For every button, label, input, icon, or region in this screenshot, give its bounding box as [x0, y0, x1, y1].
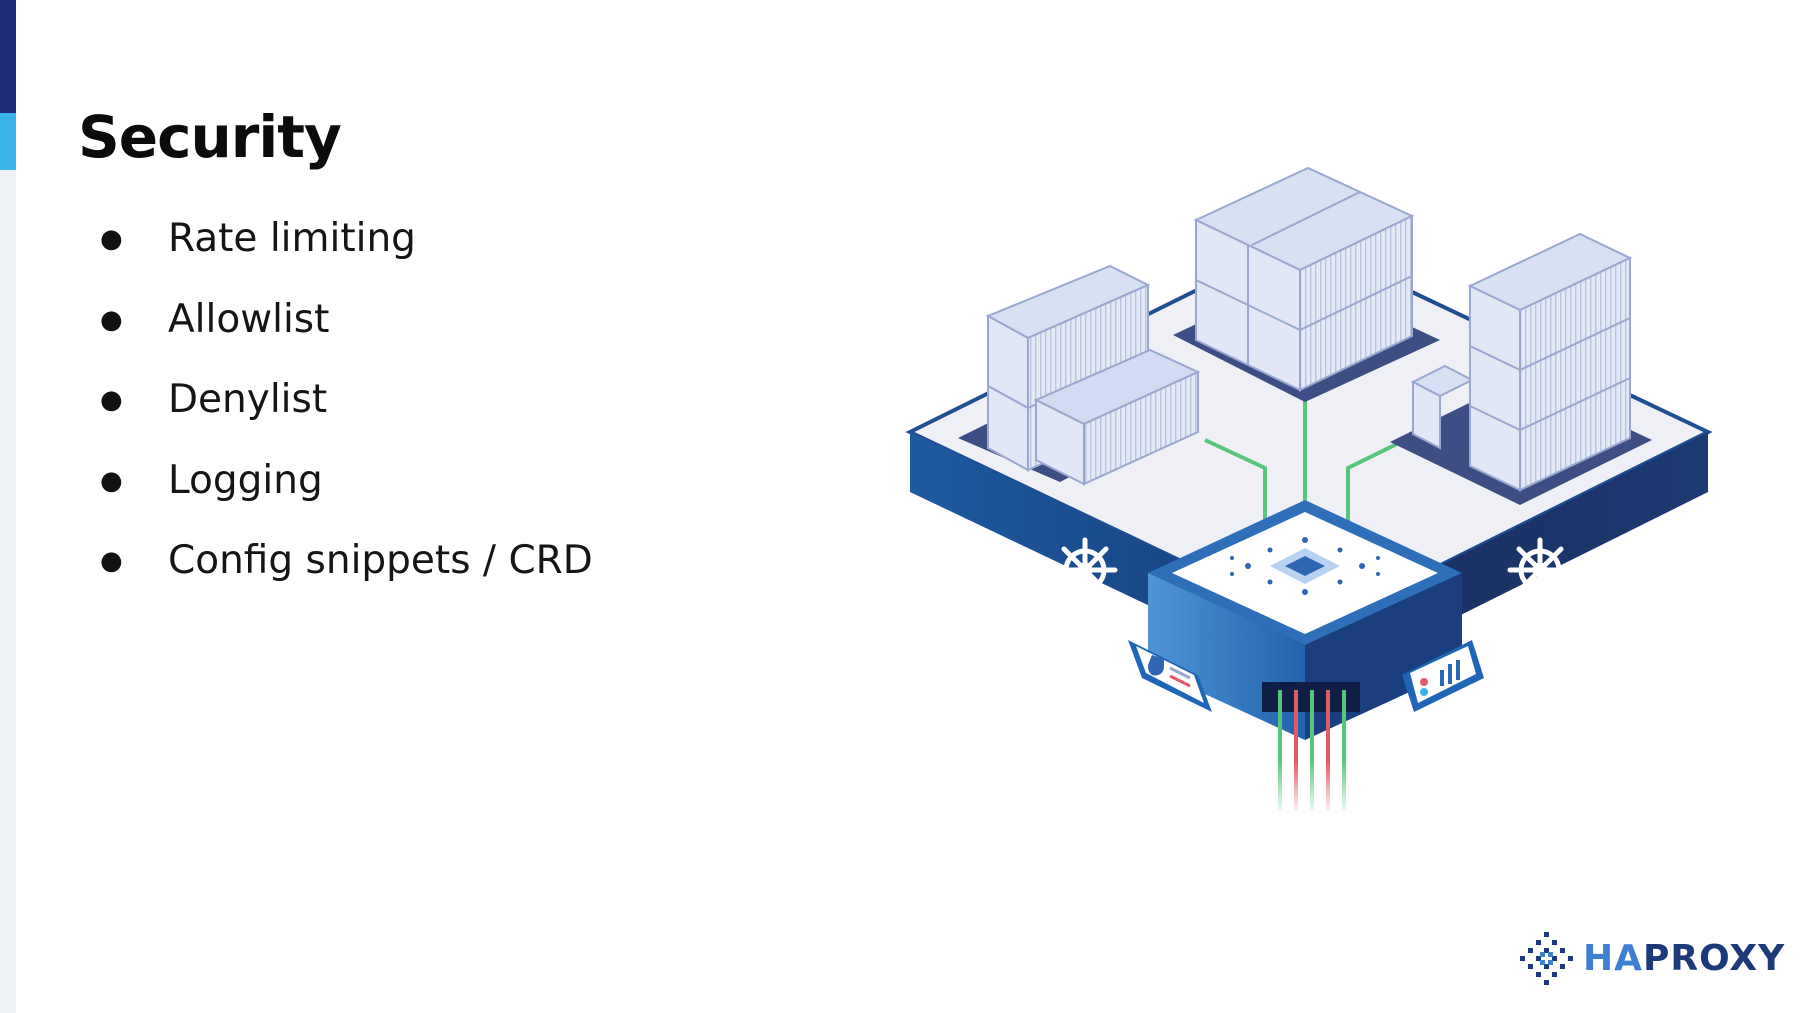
container-stack-right [1410, 232, 1633, 492]
bullet-text: Config snippets / CRD [168, 538, 593, 583]
kubernetes-helm-icon [1507, 537, 1573, 603]
container-stack-center [1193, 166, 1415, 392]
bullet-text: Logging [168, 457, 323, 503]
slide-title: Security [78, 103, 342, 171]
bullet-dot-icon: ● [100, 465, 123, 496]
cluster-illustration [905, 166, 1713, 816]
haproxy-mark-icon [1520, 932, 1573, 985]
bullet-dot-icon: ● [100, 304, 123, 335]
network-mesh-icon [1230, 537, 1380, 595]
shield-panel-icon [1128, 640, 1212, 712]
bullet-dot-icon: ● [100, 224, 123, 254]
bullet-text: Denylist [168, 377, 328, 422]
accent-bar-light [0, 113, 16, 170]
bullet-dot-icon: ● [100, 546, 123, 576]
left-edge-strip [0, 0, 16, 1013]
bullet-dot-icon: ● [100, 385, 123, 415]
logo-wordmark: HAPROXY [1583, 938, 1786, 979]
chart-panel-icon [1402, 640, 1484, 712]
cable-fade [1270, 760, 1354, 816]
accent-bar-dark [0, 0, 16, 113]
kubernetes-helm-icon [1052, 537, 1118, 603]
haproxy-logo: HAPROXY [1520, 930, 1784, 992]
bullet-text: Rate limiting [168, 216, 416, 261]
bullet-text: Allowlist [168, 296, 330, 342]
container-stack-left [985, 264, 1201, 486]
network-connectors [1204, 395, 1406, 525]
